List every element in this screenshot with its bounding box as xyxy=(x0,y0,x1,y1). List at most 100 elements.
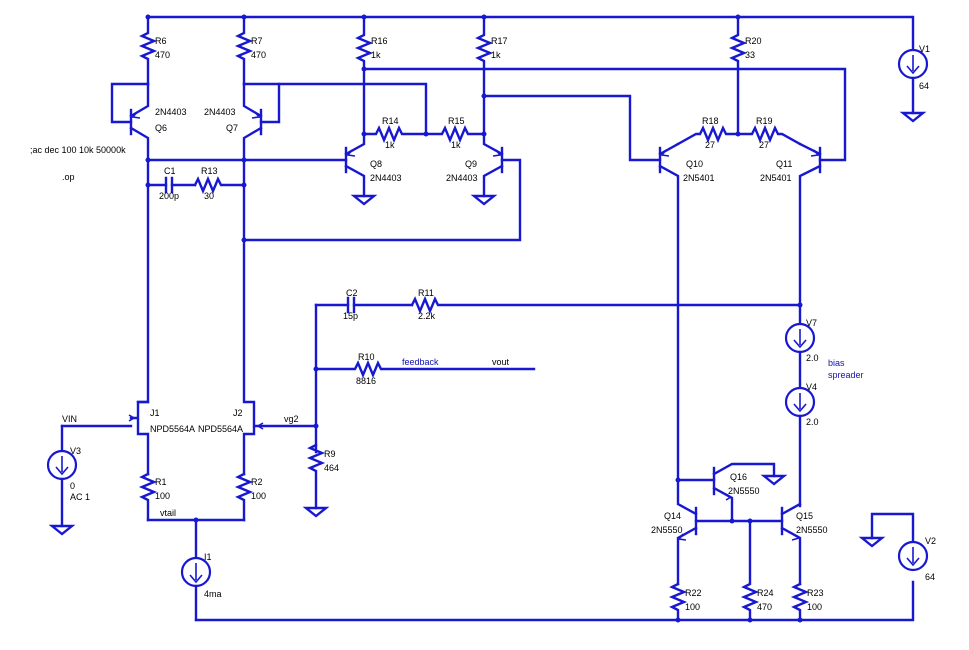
svg-text:V2: V2 xyxy=(925,536,936,546)
svg-text:R6: R6 xyxy=(155,36,167,46)
svg-text:0: 0 xyxy=(70,481,75,491)
svg-text:464: 464 xyxy=(324,463,339,473)
svg-text:R23: R23 xyxy=(807,588,824,598)
source-v7[interactable]: V7 2.0 xyxy=(784,303,819,390)
svg-text:V7: V7 xyxy=(806,318,817,328)
svg-text:Q9: Q9 xyxy=(465,159,477,169)
svg-text:470: 470 xyxy=(155,50,170,60)
svg-text:R7: R7 xyxy=(251,36,263,46)
transistor-q9[interactable]: Q9 2N4403 xyxy=(446,132,504,206)
jfet-j1[interactable]: J1 NPD5564A xyxy=(128,158,195,476)
svg-text:R13: R13 xyxy=(201,166,218,176)
svg-text:1k: 1k xyxy=(385,140,395,150)
vtail-net-label: vtail xyxy=(160,508,176,518)
svg-text:AC 1: AC 1 xyxy=(70,492,90,502)
jfet-j2[interactable]: J2 NPD5564A xyxy=(198,158,318,476)
svg-text:R24: R24 xyxy=(757,588,774,598)
transistor-q15[interactable]: Q15 2N5550 xyxy=(780,502,828,586)
ground-icon xyxy=(48,524,76,536)
svg-text:Q16: Q16 xyxy=(730,472,747,482)
svg-text:R18: R18 xyxy=(702,116,719,126)
transistor-q8[interactable]: Q8 2N4403 xyxy=(344,132,402,206)
svg-text:Q6: Q6 xyxy=(155,123,167,133)
transistor-q14[interactable]: Q14 2N5550 xyxy=(651,478,698,586)
svg-text:I1: I1 xyxy=(204,552,212,562)
svg-text:1k: 1k xyxy=(371,50,381,60)
svg-text:100: 100 xyxy=(155,491,170,501)
svg-text:1k: 1k xyxy=(451,140,461,150)
transistor-q6[interactable]: 2N4403 Q6 xyxy=(129,82,187,162)
svg-text:C2: C2 xyxy=(346,288,358,298)
q6q7-collector-node xyxy=(145,157,348,163)
current-source-i1[interactable]: I1 4ma xyxy=(180,518,222,622)
svg-text:2N4403: 2N4403 xyxy=(446,173,478,183)
ground-icon xyxy=(858,536,886,548)
capacitor-c1[interactable]: C1 200p xyxy=(145,166,197,201)
svg-text:27: 27 xyxy=(705,140,715,150)
resistor-r24[interactable]: R24 470 xyxy=(740,519,774,622)
svg-text:Q7: Q7 xyxy=(226,123,238,133)
source-v4[interactable]: V4 2.0 xyxy=(784,382,819,508)
resistor-r14[interactable]: R14 1k xyxy=(361,116,428,150)
svg-text:R11: R11 xyxy=(418,288,434,298)
svg-text:2N4403: 2N4403 xyxy=(204,107,236,117)
resistor-r18[interactable]: R18 27 xyxy=(676,116,740,150)
svg-text:R15: R15 xyxy=(448,116,465,126)
svg-text:R14: R14 xyxy=(382,116,399,126)
svg-text:2N5550: 2N5550 xyxy=(651,525,683,535)
svg-text:33: 33 xyxy=(745,50,755,60)
spreader-note: spreader xyxy=(828,370,864,380)
resistor-r19[interactable]: R19 27 xyxy=(736,116,802,150)
svg-text:8816: 8816 xyxy=(356,376,376,386)
svg-text:J2: J2 xyxy=(233,408,243,418)
svg-text:Q14: Q14 xyxy=(664,511,681,521)
resistor-r23[interactable]: R23 100 xyxy=(790,582,824,622)
resistor-r15[interactable]: R15 1k xyxy=(424,116,487,150)
svg-text:2.0: 2.0 xyxy=(806,417,819,427)
feedback-net-label: feedback xyxy=(402,357,439,367)
resistor-r1[interactable]: R1 100 xyxy=(138,472,170,522)
svg-text:NPD5564A: NPD5564A xyxy=(150,424,195,434)
transistor-q11[interactable]: Q11 2N5401 xyxy=(760,142,822,307)
svg-text:100: 100 xyxy=(807,602,822,612)
svg-text:15p: 15p xyxy=(343,311,358,321)
resistor-r6[interactable]: R6 470 xyxy=(138,15,170,86)
source-v2[interactable]: V2 64 xyxy=(858,512,936,582)
svg-text:1k: 1k xyxy=(491,50,501,60)
svg-text:R20: R20 xyxy=(745,36,762,46)
op-directive: .op xyxy=(62,172,75,182)
source-v3[interactable]: V3 0 AC 1 xyxy=(46,424,90,536)
svg-text:R16: R16 xyxy=(371,36,388,46)
ground-icon xyxy=(470,194,498,206)
svg-text:J1: J1 xyxy=(150,408,160,418)
svg-text:R22: R22 xyxy=(685,588,702,598)
ground-icon xyxy=(302,506,330,518)
svg-text:NPD5564A: NPD5564A xyxy=(198,424,243,434)
capacitor-c2[interactable]: C2 15p xyxy=(314,288,414,321)
svg-text:470: 470 xyxy=(757,602,772,612)
vg2-net-label: vg2 xyxy=(284,414,299,424)
resistor-r9[interactable]: R9 464 xyxy=(302,443,339,518)
ground-icon xyxy=(899,111,927,123)
resistor-r7[interactable]: R7 470 xyxy=(234,15,266,86)
resistor-r2[interactable]: R2 100 xyxy=(234,472,266,522)
svg-text:2.2k: 2.2k xyxy=(418,311,436,321)
vin-input[interactable]: VIN xyxy=(60,414,133,428)
transistor-q10[interactable]: Q10 2N5401 xyxy=(658,142,715,482)
svg-text:R2: R2 xyxy=(251,477,263,487)
resistor-r17[interactable]: R17 1k xyxy=(474,15,508,136)
resistor-r11[interactable]: R11 2.2k xyxy=(410,288,803,321)
svg-text:2N5550: 2N5550 xyxy=(796,525,828,535)
transistor-q7[interactable]: 2N4403 Q7 xyxy=(204,82,263,162)
svg-text:2N4403: 2N4403 xyxy=(370,173,402,183)
v1-ref: V1 xyxy=(919,44,930,54)
source-v1[interactable]: V1 64 xyxy=(897,44,930,123)
svg-text:V3: V3 xyxy=(70,446,81,456)
resistor-r13[interactable]: R13 30 xyxy=(193,166,247,201)
svg-text:Q10: Q10 xyxy=(686,159,703,169)
svg-text:2.0: 2.0 xyxy=(806,353,819,363)
resistor-r22[interactable]: R22 100 xyxy=(668,582,702,622)
svg-text:R10: R10 xyxy=(358,352,375,362)
svg-text:2N5550: 2N5550 xyxy=(728,486,760,496)
